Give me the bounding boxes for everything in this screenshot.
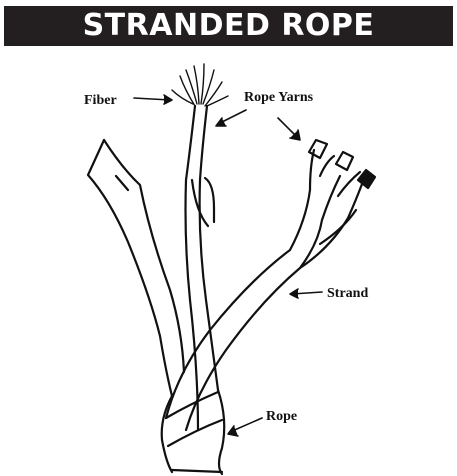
left-strand [88, 140, 184, 396]
stranded-rope-diagram: Fiber Rope Yarns Strand Rope [0, 48, 457, 476]
label-strand: Strand [327, 286, 368, 301]
page-title: STRANDED ROPE [83, 6, 375, 46]
fiber-tuft [172, 64, 228, 106]
label-fiber: Fiber [84, 93, 117, 108]
label-rope-yarns: Rope Yarns [244, 90, 314, 105]
middle-strand [186, 106, 219, 430]
title-bar: STRANDED ROPE [4, 6, 453, 46]
yarn-ends [309, 140, 375, 196]
label-rope: Rope [266, 409, 297, 424]
